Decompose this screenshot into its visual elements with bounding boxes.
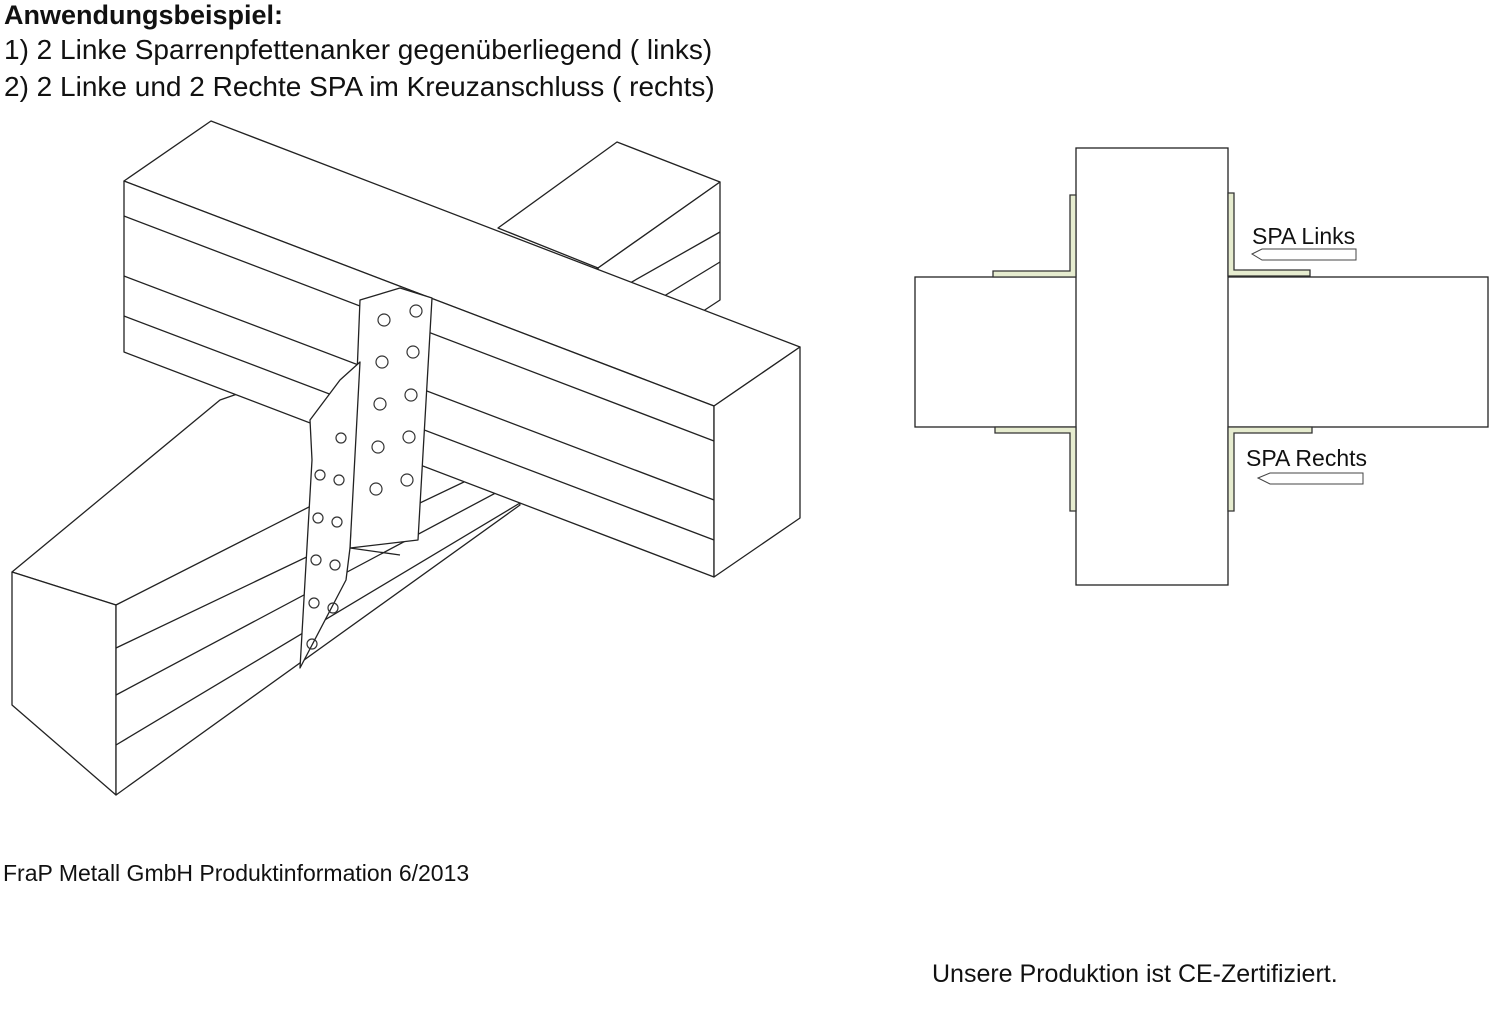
page-heading: Anwendungsbeispiel: (4, 0, 284, 30)
plan-anchors (992, 192, 1313, 512)
anchor-nail-holes (306, 304, 423, 650)
arrow-rechts (1256, 472, 1364, 485)
footer-company-info: FraP Metall GmbH Produktinformation 6/20… (3, 860, 470, 886)
example-line-2: 2) 2 Linke und 2 Rechte SPA im Kreuzansc… (4, 71, 715, 102)
footer-ce-note: Unsere Produktion ist CE-Zertifiziert. (932, 960, 1338, 988)
example-line-1: 1) 2 Linke Sparrenpfettenanker gegenüber… (4, 34, 713, 65)
arrow-links (1250, 248, 1357, 261)
label-spa-links: SPA Links (1252, 223, 1355, 249)
plan-vertical-beam (1075, 147, 1229, 586)
plan-view: SPA Links SPA Rechts (914, 147, 1489, 586)
rafter-purlin-anchor (299, 287, 433, 669)
label-spa-rechts: SPA Rechts (1246, 445, 1367, 471)
